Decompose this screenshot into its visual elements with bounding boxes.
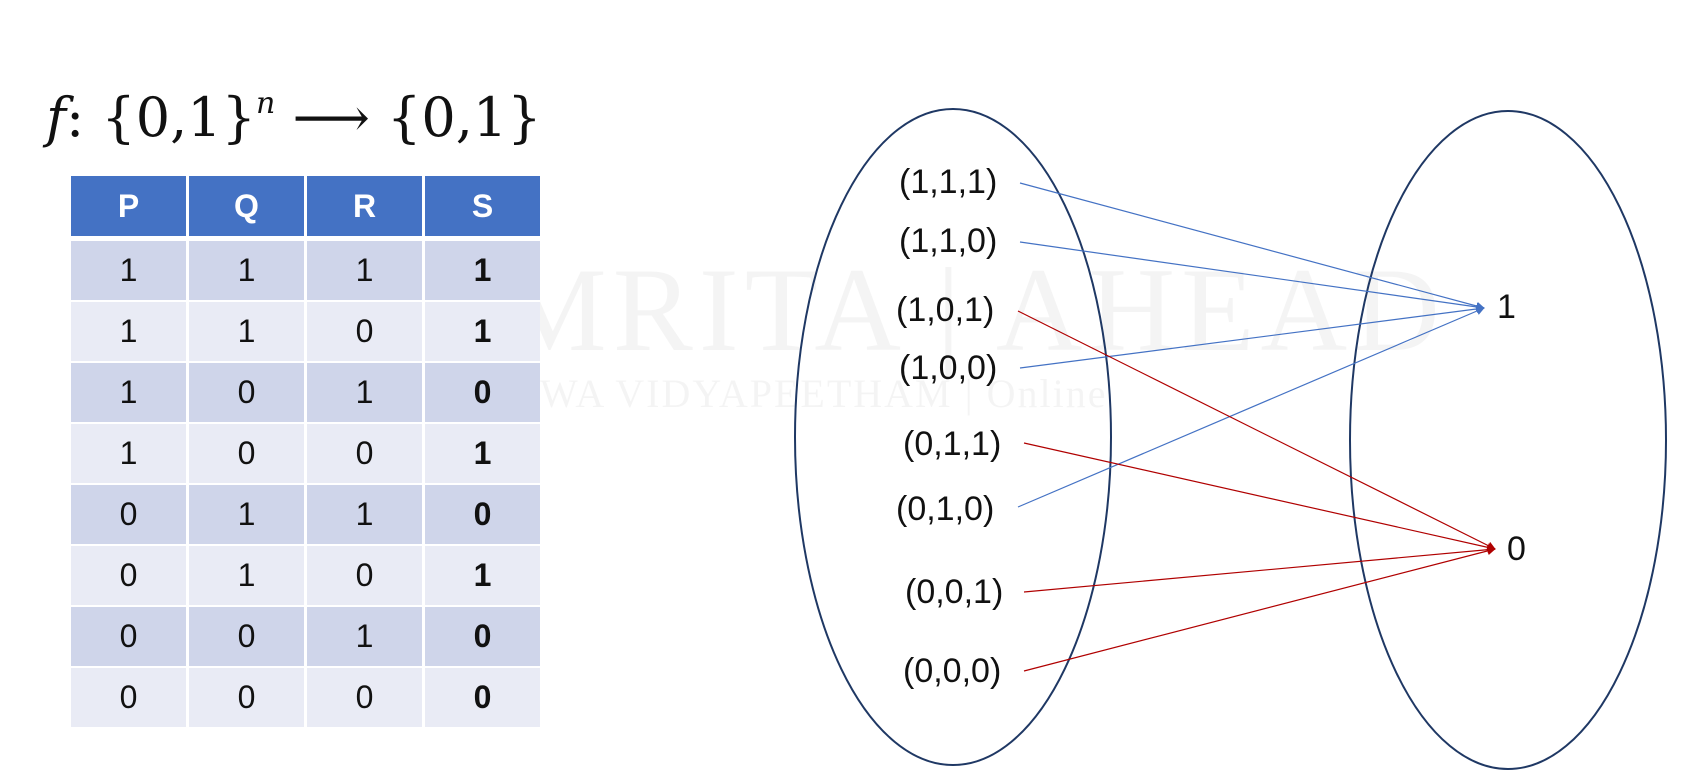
- cell-q: 1: [189, 483, 304, 544]
- function-formula: f: {0,1}n ⟶ {0,1}: [46, 86, 542, 149]
- table-row: 0 0 1 0: [71, 605, 540, 666]
- cell-s: 1: [425, 422, 540, 483]
- arrow-100-to-1: [1019, 304, 1485, 369]
- arrow-011-to-0: [1023, 442, 1496, 552]
- arrow-010-to-1: [1017, 307, 1485, 508]
- cell-s: 0: [425, 361, 540, 422]
- arrow-101-to-0: [1017, 310, 1496, 550]
- function-name: f: [46, 86, 66, 149]
- header-s: S: [425, 176, 540, 239]
- cell-p: 1: [71, 361, 186, 422]
- tuple-110: (1,1,0): [899, 222, 998, 260]
- domain-ellipse: [794, 108, 1112, 766]
- cell-p: 1: [71, 239, 186, 300]
- table-row: 1 1 1 1: [71, 239, 540, 300]
- cell-q: 0: [189, 605, 304, 666]
- arrow-000-to-0: [1023, 546, 1496, 672]
- table-row: 1 0 1 0: [71, 361, 540, 422]
- table-row: 0 1 0 1: [71, 544, 540, 605]
- cell-q: 1: [189, 239, 304, 300]
- cell-r: 0: [307, 544, 422, 605]
- cell-s: 0: [425, 666, 540, 727]
- cell-q: 0: [189, 666, 304, 727]
- cell-r: 0: [307, 422, 422, 483]
- cell-p: 0: [71, 605, 186, 666]
- table-row: 1 0 0 1: [71, 422, 540, 483]
- tuple-111: (1,1,1): [899, 163, 998, 201]
- cell-r: 0: [307, 666, 422, 727]
- table-row: 1 1 0 1: [71, 300, 540, 361]
- arrow-001-to-0: [1023, 545, 1496, 593]
- cell-r: 0: [307, 300, 422, 361]
- cell-q: 1: [189, 300, 304, 361]
- function-exponent: n: [255, 86, 276, 121]
- truth-table: P Q R S 1 1 1 1 1 1 0 1 1 0 1 0 1 0 0 1: [68, 176, 543, 727]
- cell-q: 0: [189, 361, 304, 422]
- cell-p: 0: [71, 544, 186, 605]
- cell-s: 1: [425, 300, 540, 361]
- codomain-ellipse: [1349, 110, 1667, 770]
- cell-p: 1: [71, 300, 186, 361]
- cell-r: 1: [307, 483, 422, 544]
- cell-q: 1: [189, 544, 304, 605]
- tuple-000: (0,0,0): [903, 652, 1002, 690]
- cell-p: 1: [71, 422, 186, 483]
- header-p: P: [71, 176, 186, 239]
- function-arrow: ⟶: [275, 86, 388, 149]
- arrow-110-to-1: [1019, 241, 1485, 312]
- cell-q: 0: [189, 422, 304, 483]
- function-domain: : {0,1}: [66, 86, 256, 149]
- cell-s: 0: [425, 483, 540, 544]
- tuple-010: (0,1,0): [896, 490, 995, 528]
- cell-s: 1: [425, 239, 540, 300]
- tuple-011: (0,1,1): [903, 425, 1002, 463]
- codomain-value-1: 1: [1497, 288, 1516, 326]
- cell-p: 0: [71, 483, 186, 544]
- cell-s: 0: [425, 605, 540, 666]
- cell-p: 0: [71, 666, 186, 727]
- header-r: R: [307, 176, 422, 239]
- tuple-001: (0,0,1): [905, 573, 1004, 611]
- header-q: Q: [189, 176, 304, 239]
- table-row: 0 0 0 0: [71, 666, 540, 727]
- arrow-111-to-1: [1019, 182, 1485, 311]
- codomain-value-0: 0: [1507, 530, 1526, 568]
- cell-r: 1: [307, 361, 422, 422]
- cell-r: 1: [307, 605, 422, 666]
- cell-r: 1: [307, 239, 422, 300]
- table-row: 0 1 1 0: [71, 483, 540, 544]
- cell-s: 1: [425, 544, 540, 605]
- tuple-101: (1,0,1): [896, 291, 995, 329]
- tuple-100: (1,0,0): [899, 349, 998, 387]
- function-codomain: {0,1}: [387, 86, 542, 149]
- truth-table-header-row: P Q R S: [71, 176, 540, 239]
